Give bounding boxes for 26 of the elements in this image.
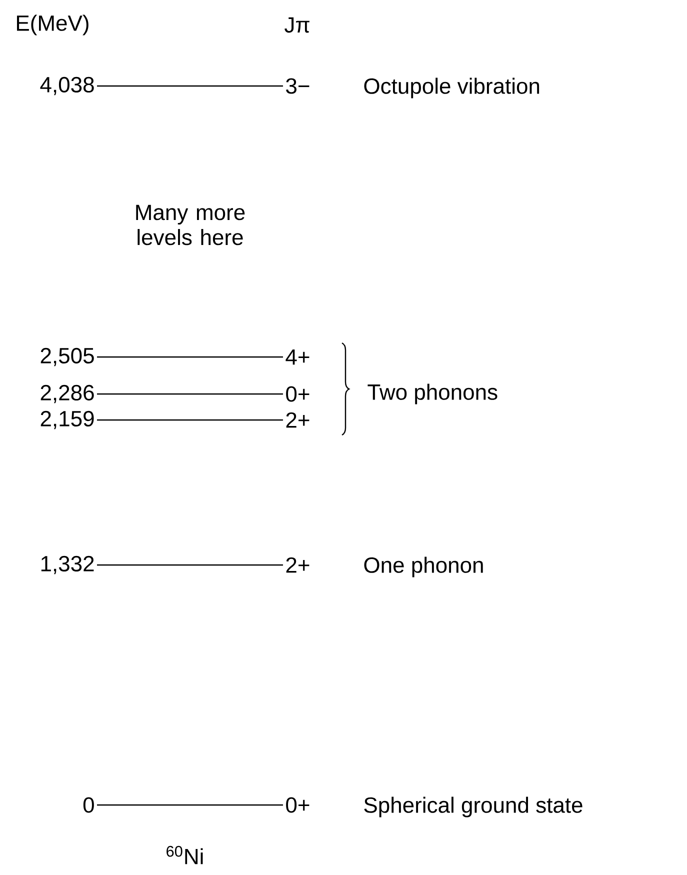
spin-parity: 2+ (286, 412, 310, 428)
spin-parity: 0+ (286, 797, 310, 813)
energy-level-line (97, 564, 283, 566)
axis-heading: Jπ (284, 17, 310, 33)
level-description: One phonon (364, 556, 483, 578)
energy-value: 0 (83, 797, 94, 813)
energy-level-line (97, 356, 283, 358)
energy-value: 4,038 (40, 76, 94, 96)
energy-level-line (97, 85, 283, 87)
energy-level-line (97, 804, 283, 806)
spin-parity: 0+ (286, 386, 310, 402)
axis-heading: E(MeV) (17, 14, 88, 36)
nucleus-label: $^{60}$Ni (166, 846, 203, 864)
spin-parity: 2+ (286, 557, 310, 573)
energy-value: 2,505 (40, 348, 94, 366)
energy-value: 2,159 (40, 410, 94, 430)
spin-parity: 4+ (286, 349, 310, 365)
group-description: Two phonons (368, 384, 498, 404)
spin-parity: 3− (286, 78, 310, 94)
level-description: Spherical ground state (364, 796, 582, 818)
energy-level-line (97, 419, 283, 421)
level-description: Octupole vibration (364, 78, 540, 98)
note: Many more levels here (136, 204, 245, 246)
energy-value: 2,286 (40, 384, 94, 404)
energy-level-line (97, 393, 283, 395)
energy-value: 1,332 (41, 556, 94, 574)
